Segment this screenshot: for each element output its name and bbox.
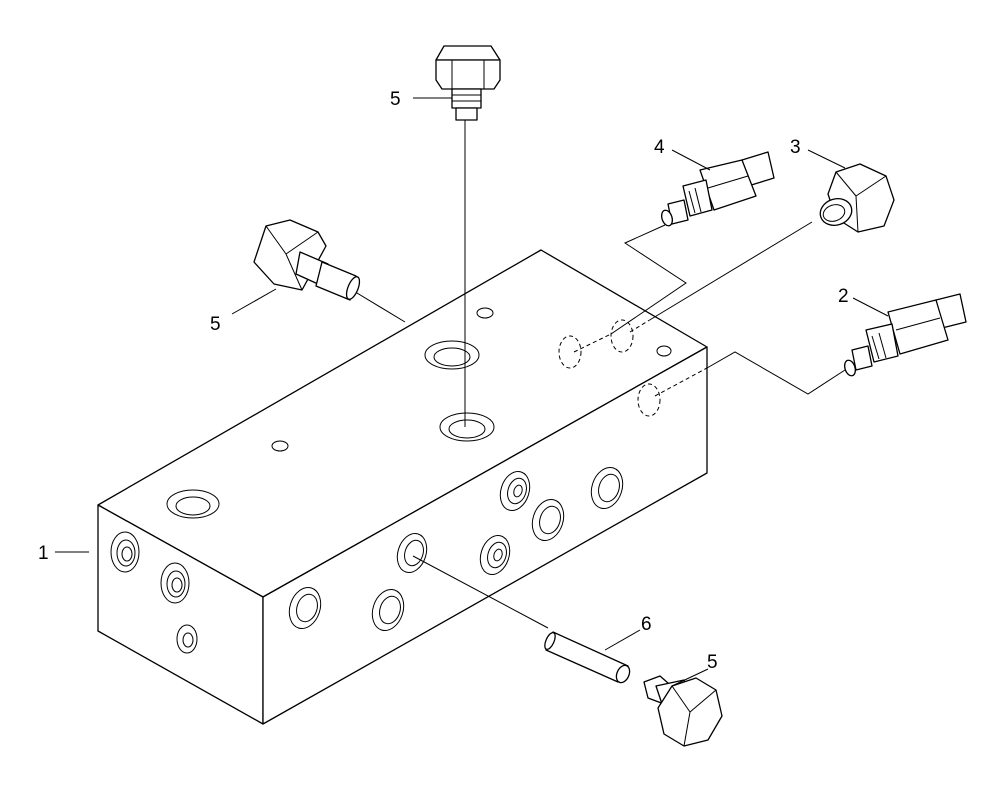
assembly-lines	[351, 120, 846, 629]
relief-valve-upper	[660, 151, 775, 227]
callout-2: 2	[838, 286, 849, 307]
plug-left	[253, 219, 361, 301]
callout-4: 4	[654, 137, 665, 158]
front-face-ports	[288, 466, 624, 632]
fitting-plug	[819, 163, 895, 233]
callout-leaders	[55, 97, 889, 687]
block-front-face	[262, 346, 708, 725]
callout-5-left: 5	[210, 314, 221, 335]
relief-valve-lower	[843, 293, 967, 377]
top-face-ports	[166, 307, 672, 519]
plug-bottom	[643, 675, 723, 747]
callout-6: 6	[641, 614, 652, 635]
callout-1: 1	[38, 543, 49, 564]
manifold-block	[97, 249, 708, 725]
callout-5-bottom: 5	[707, 652, 718, 673]
left-face-ports	[110, 531, 198, 654]
dowel-pin	[544, 631, 631, 684]
plug-top	[435, 45, 501, 121]
callout-labels: 1 2 3 4 5 5 5 6	[38, 89, 849, 673]
callout-3: 3	[790, 137, 801, 158]
callout-5-top: 5	[390, 89, 401, 110]
